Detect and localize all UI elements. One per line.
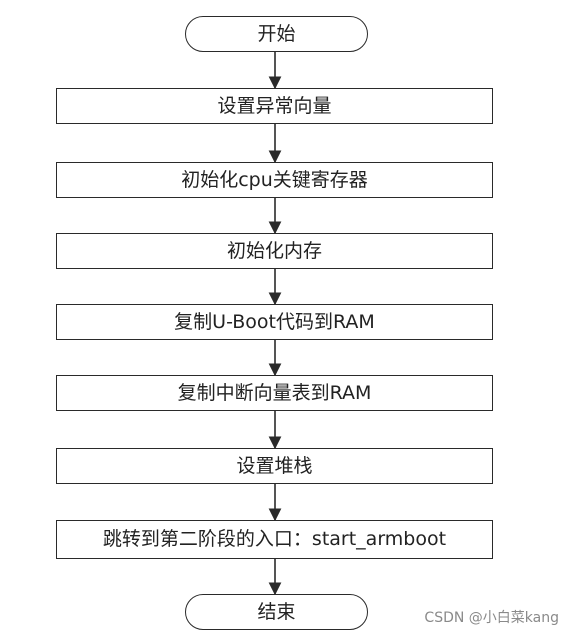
flow-step-init-memory: 初始化内存 <box>56 233 493 269</box>
flow-step-copy-vector-table-to-ram: 复制中断向量表到RAM <box>56 375 493 411</box>
flow-step-jump-to-stage-two: 跳转到第二阶段的入口：start_armboot <box>56 520 493 559</box>
flow-step-init-cpu-registers: 初始化cpu关键寄存器 <box>56 162 493 198</box>
watermark-text: CSDN @小白菜kang <box>424 610 559 626</box>
flow-step-set-stack: 设置堆栈 <box>56 448 493 484</box>
flow-start: 开始 <box>185 16 368 52</box>
flow-step-set-exception-vectors: 设置异常向量 <box>56 88 493 124</box>
flow-step-copy-uboot-to-ram: 复制U-Boot代码到RAM <box>56 304 493 340</box>
flow-end: 结束 <box>185 594 368 630</box>
